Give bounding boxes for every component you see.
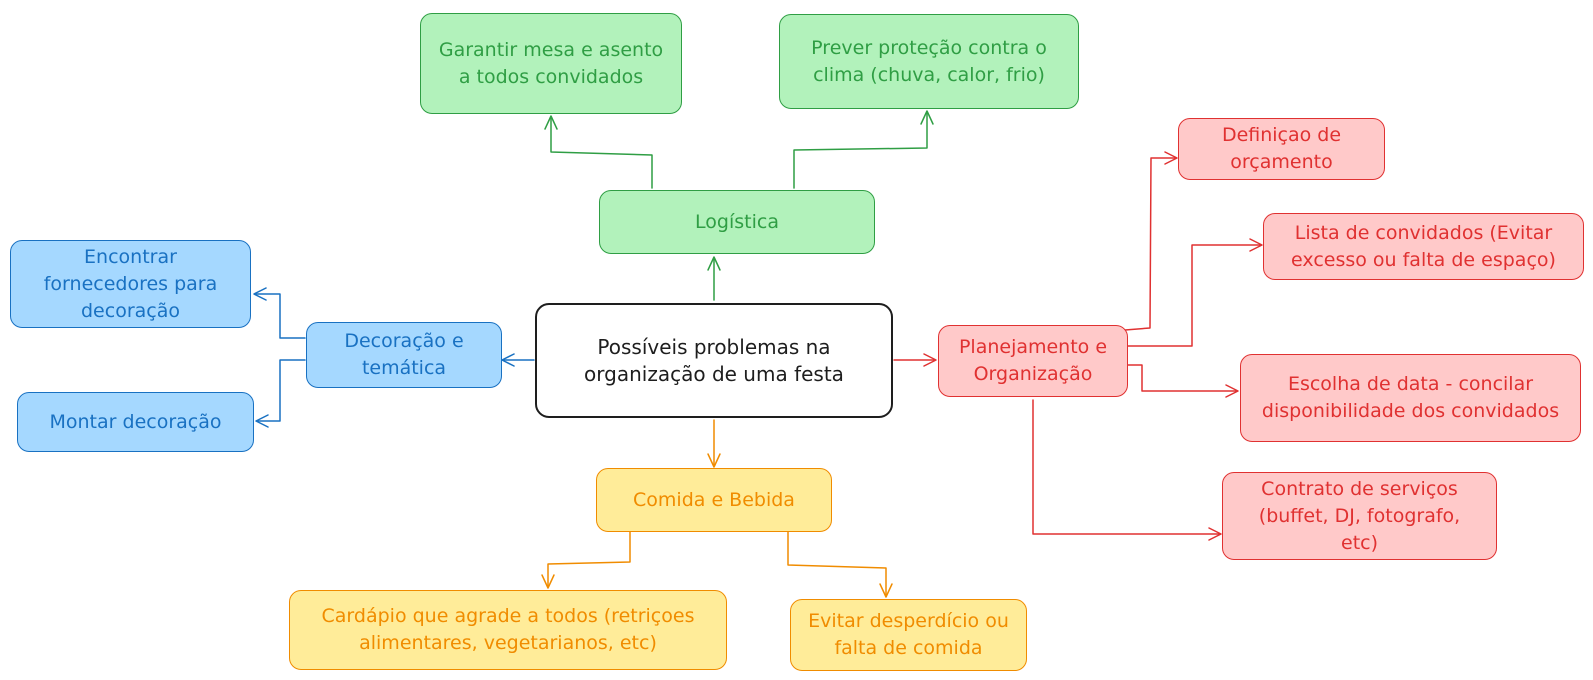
decoracao-item-fornecedores-text: Encontrar fornecedores para decoração xyxy=(43,245,218,322)
planejamento-item-data[interactable]: Escolha de data - concilar disponibilida… xyxy=(1240,354,1581,442)
arrowhead xyxy=(253,287,267,301)
arrowhead xyxy=(879,583,893,598)
planejamento-item-convidados-text: Lista de convidados (Evitar excesso ou f… xyxy=(1291,221,1556,271)
comida-node[interactable]: Comida e Bebida xyxy=(596,468,832,532)
decoracao-item-montar-text: Montar decoração xyxy=(49,410,222,433)
planejamento-item-convidados[interactable]: Lista de convidados (Evitar excesso ou f… xyxy=(1263,213,1584,280)
arrowhead xyxy=(1164,151,1178,165)
arrowhead xyxy=(707,453,721,468)
planejamento-item-contrato[interactable]: Contrato de serviços (buffet, DJ, fotogr… xyxy=(1222,472,1497,560)
arrowhead xyxy=(1208,527,1222,541)
arrowhead xyxy=(541,574,555,589)
arrowhead xyxy=(255,414,269,428)
decoracao-node[interactable]: Decoração e temática xyxy=(306,322,502,388)
arrowhead xyxy=(923,353,937,367)
decoracao-item-montar[interactable]: Montar decoração xyxy=(17,392,254,452)
central-topic-node[interactable]: Possíveis problemas na organização de um… xyxy=(535,303,893,418)
connector-logistica-mesa xyxy=(550,116,653,189)
connector-logistica-clima xyxy=(793,111,928,189)
planejamento-node[interactable]: Planejamento e Organização xyxy=(938,325,1128,397)
comida-item-cardapio-text: Cardápio que agrade a todos (retriçoes a… xyxy=(321,605,695,654)
comida-item-cardapio[interactable]: Cardápio que agrade a todos (retriçoes a… xyxy=(289,590,727,670)
planejamento-item-data-text: Escolha de data - concilar disponibilida… xyxy=(1261,373,1560,422)
arrowhead xyxy=(1249,238,1263,252)
arrowhead xyxy=(920,110,934,125)
logistica-item-clima-text: Prever proteção contra o clima (chuva, c… xyxy=(811,36,1047,86)
connector-decoracao-montar xyxy=(256,359,306,422)
logistica-node[interactable]: Logística xyxy=(599,190,875,254)
arrowhead xyxy=(544,115,558,130)
logistica-item-clima[interactable]: Prever proteção contra o clima (chuva, c… xyxy=(779,14,1079,109)
connector-comida-cardapio xyxy=(547,531,631,588)
decoracao-title: Decoração e temática xyxy=(344,330,464,379)
comida-item-desperdicio[interactable]: Evitar desperdício ou falta de comida xyxy=(790,599,1027,671)
connector-planejamento-data xyxy=(1127,364,1238,392)
arrowhead xyxy=(1225,384,1239,398)
logistica-title: Logística xyxy=(695,210,779,233)
planejamento-title: Planejamento e Organização xyxy=(958,336,1108,385)
comida-item-desperdicio-text: Evitar desperdício ou falta de comida xyxy=(808,610,1009,659)
logistica-item-mesa-text: Garantir mesa e asento a todos convidado… xyxy=(438,38,664,88)
connector-planejamento-convidados xyxy=(1127,244,1262,347)
connector-planejamento-orcamento xyxy=(1124,157,1177,331)
connector-decoracao-fornecedores xyxy=(254,293,306,339)
arrowhead xyxy=(707,256,721,271)
comida-title: Comida e Bebida xyxy=(633,488,795,511)
planejamento-item-orcamento-text: Definiçao de orçamento xyxy=(1221,124,1342,173)
central-topic-text: Possíveis problemas na organização de um… xyxy=(584,334,844,386)
decoracao-item-fornecedores[interactable]: Encontrar fornecedores para decoração xyxy=(10,240,251,328)
planejamento-item-orcamento[interactable]: Definiçao de orçamento xyxy=(1178,118,1385,180)
arrowhead xyxy=(501,353,515,367)
connector-planejamento-contrato xyxy=(1032,399,1221,535)
logistica-item-mesa[interactable]: Garantir mesa e asento a todos convidado… xyxy=(420,13,682,114)
connector-comida-desperdicio xyxy=(787,531,887,597)
planejamento-item-contrato-text: Contrato de serviços (buffet, DJ, fotogr… xyxy=(1258,477,1461,554)
